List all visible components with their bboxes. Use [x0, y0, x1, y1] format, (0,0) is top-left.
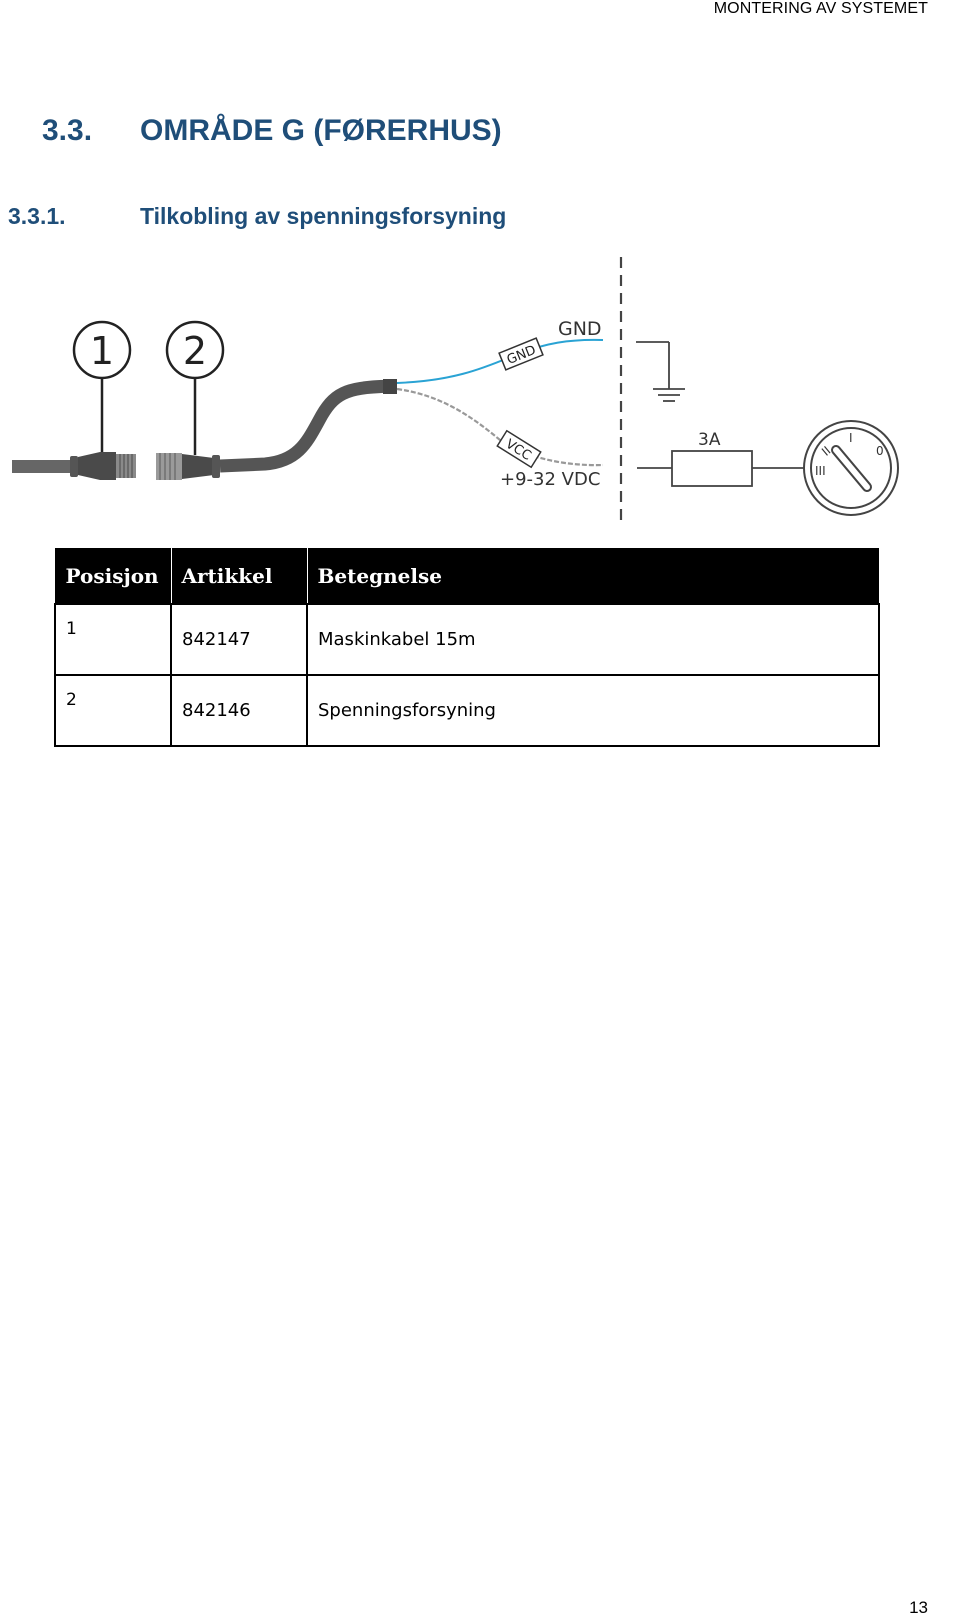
row-position: 1 [54, 603, 172, 676]
page-number: 13 [909, 1598, 928, 1617]
fuse-label: 3A [698, 430, 721, 450]
ignition-switch-icon: 0 I II III [803, 420, 899, 516]
gnd-wire [396, 338, 604, 384]
voltage-label: +9-32 VDC [500, 469, 600, 490]
section-title: OMRÅDE G (FØRERHUS) [140, 114, 502, 147]
gnd-label: GND [558, 318, 602, 340]
callout-1-label: 1 [90, 329, 114, 373]
subsection-heading: 3.3.1. Tilkobling av spenningsforsyning [8, 203, 506, 230]
callout-2-label: 2 [183, 329, 207, 373]
switch-pos-3: III [815, 464, 826, 478]
machine-cable [12, 452, 136, 480]
vcc-wire [396, 387, 604, 467]
section-heading: 3.3. OMRÅDE G (FØRERHUS) [42, 114, 502, 148]
parts-table-header-row: Posisjon Artikkel Betegnelse [54, 548, 879, 604]
row-position: 2 [54, 674, 172, 747]
row-article: 842146 [170, 674, 308, 747]
parts-table: Posisjon Artikkel Betegnelse 1 842147 Ma… [54, 548, 880, 747]
header-article: Artikkel [170, 548, 307, 604]
switch-pos-0: 0 [876, 444, 884, 458]
power-supply-cable [156, 379, 397, 480]
fuse [671, 450, 753, 487]
row-description: Spenningsforsyning [306, 674, 880, 747]
vcc-wire-tag: VCC [496, 429, 542, 469]
subsection-title: Tilkobling av spenningsforsyning [140, 203, 507, 229]
section-number: 3.3. [42, 114, 93, 147]
row-article: 842147 [170, 603, 308, 676]
table-row: 2 842146 Spenningsforsyning [54, 674, 880, 747]
callout-2: 2 [165, 320, 225, 455]
subsection-number: 3.3.1. [8, 203, 66, 229]
header-description: Betegnelse [306, 548, 879, 604]
wiring-diagram: 1 2 GND GND VCC +9-32 [12, 257, 899, 523]
ground-symbol [636, 341, 685, 402]
switch-pos-1: I [849, 431, 853, 445]
running-header: MONTERING AV SYSTEMET [713, 0, 928, 17]
table-row: 1 842147 Maskinkabel 15m [54, 603, 880, 676]
row-description: Maskinkabel 15m [306, 603, 880, 676]
callout-1: 1 [72, 320, 132, 455]
gnd-wire-tag: GND [498, 337, 544, 371]
header-position: Posisjon [54, 548, 171, 604]
